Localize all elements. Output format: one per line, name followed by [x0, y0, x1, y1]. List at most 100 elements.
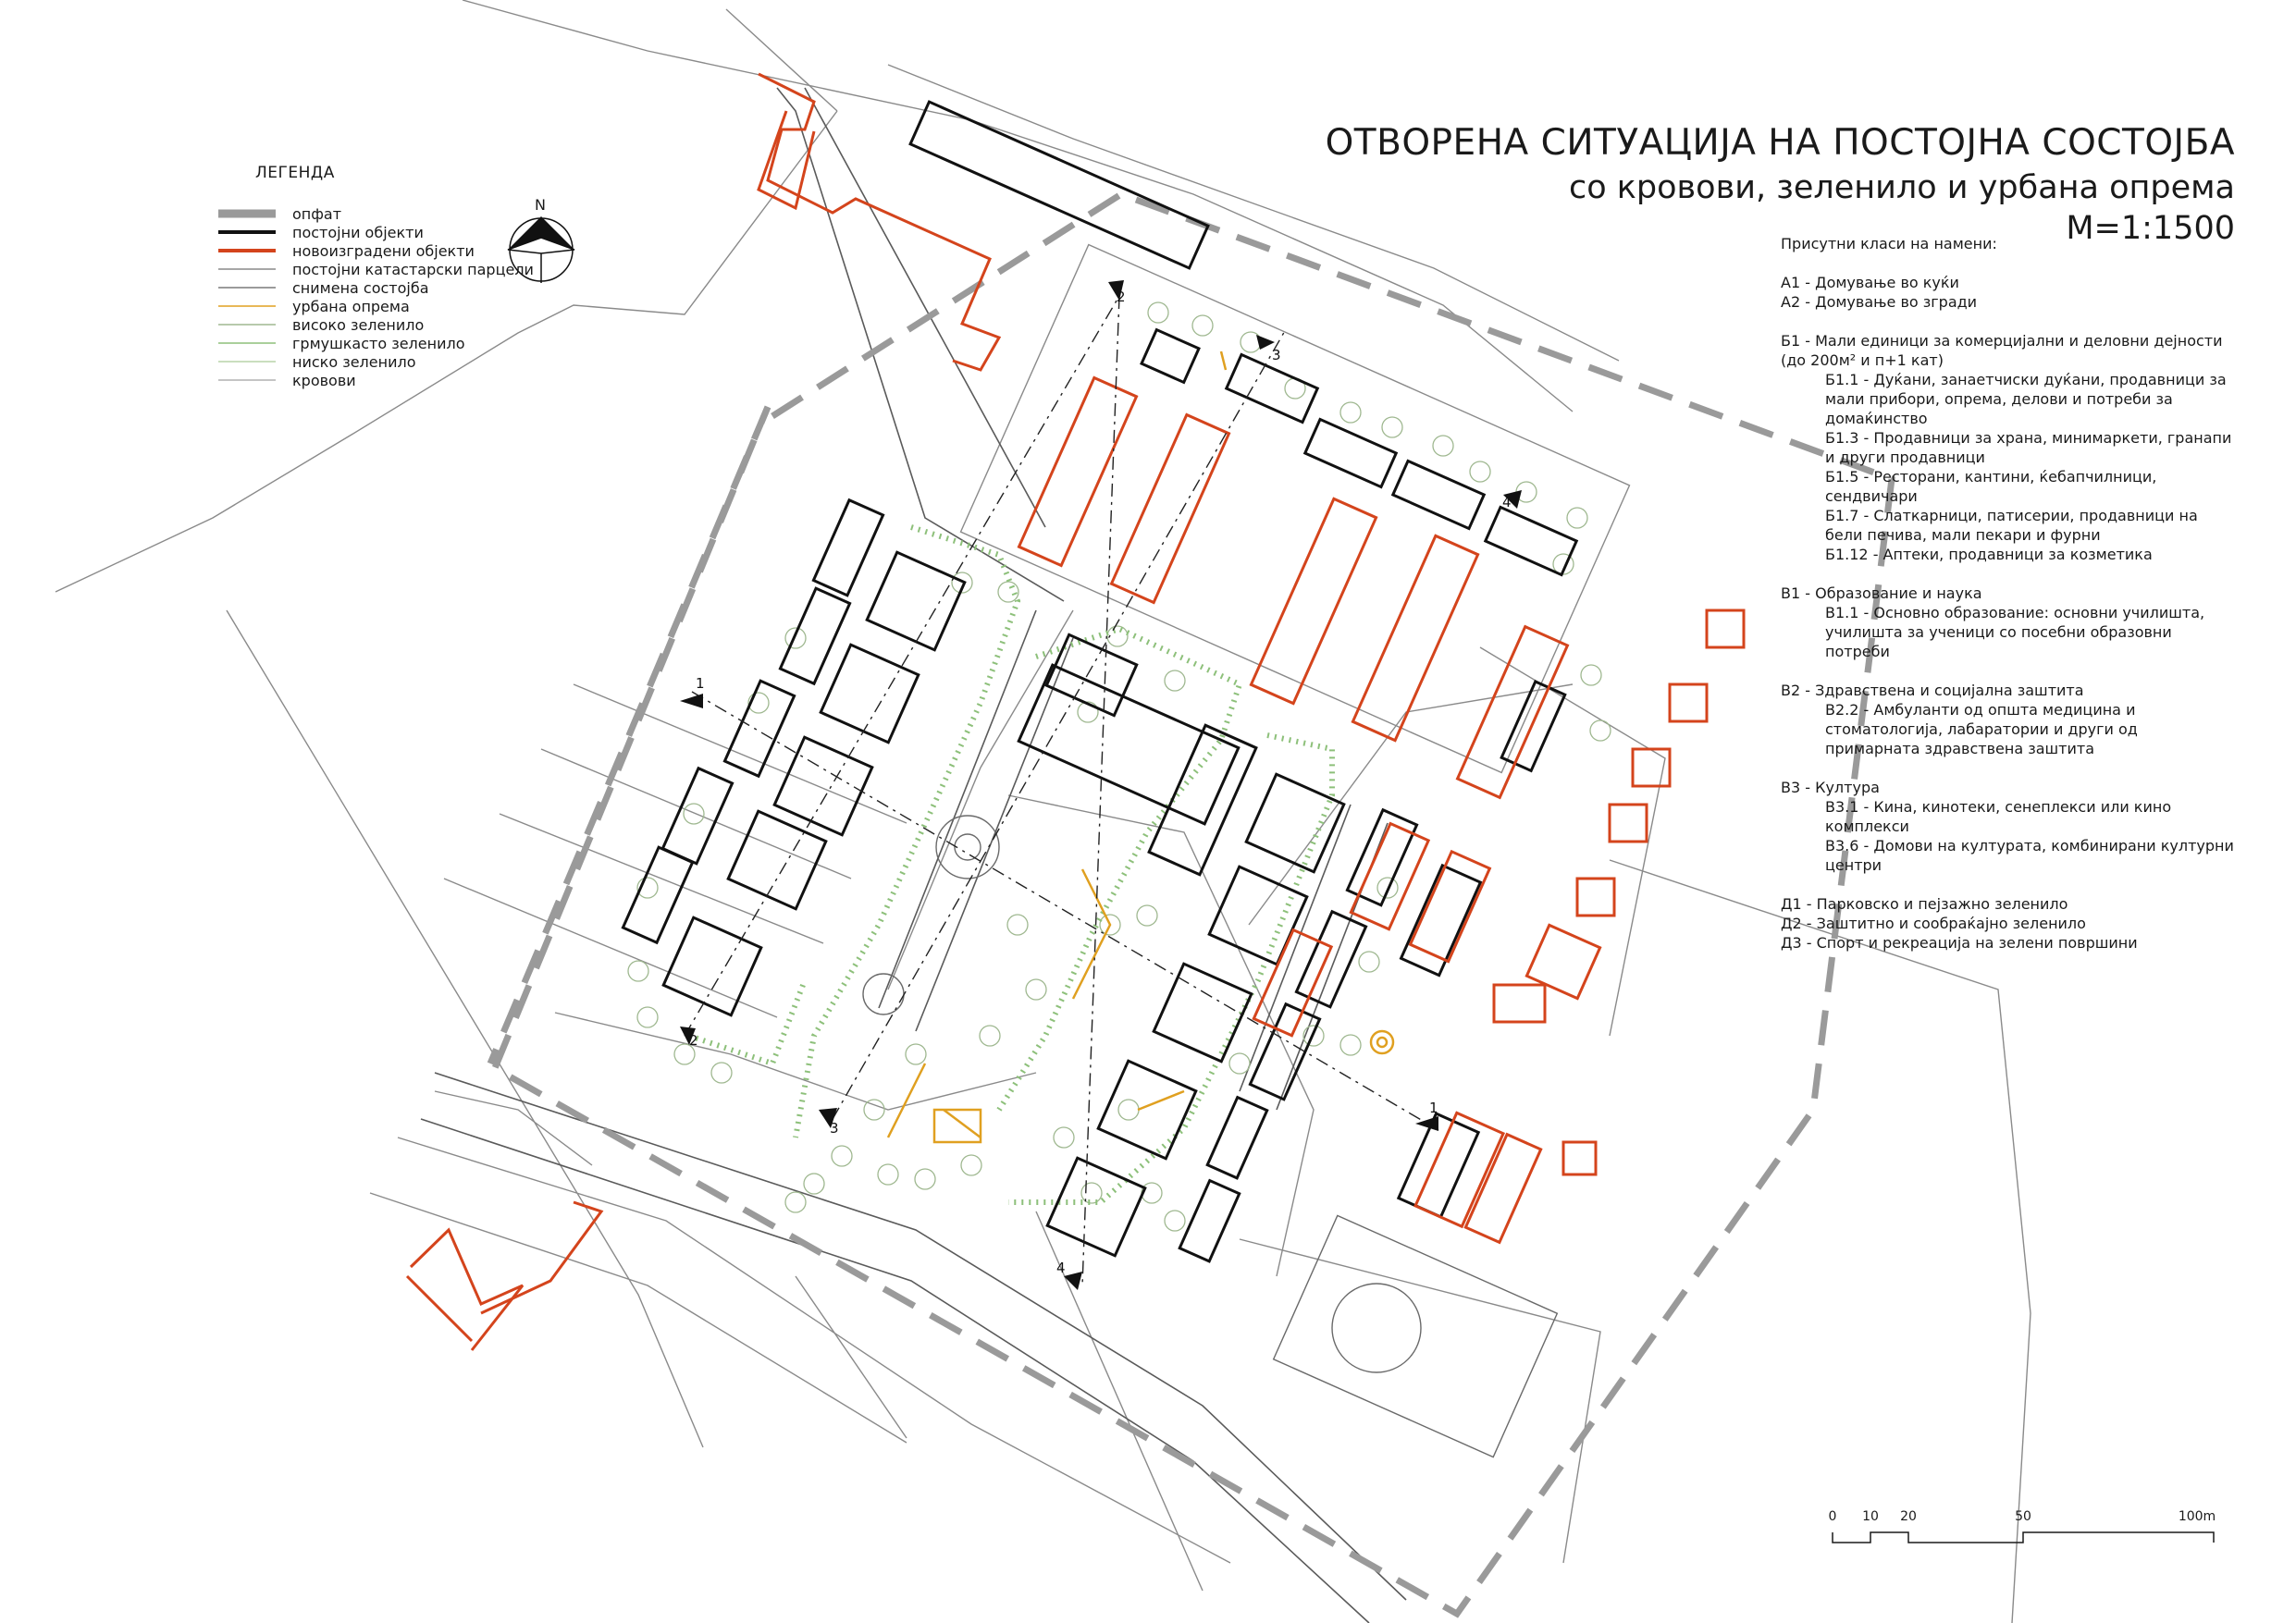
legend-item: грмушкасто зеленило — [218, 334, 534, 352]
class-subitem: Б1.3 - Продавници за храна, минимаркети,… — [1825, 429, 2232, 466]
section-marker-arrow — [1064, 1272, 1082, 1290]
class-item: В1 - Образование и наука — [1781, 584, 1982, 602]
legend-title: ЛЕГЕНДА — [255, 164, 335, 182]
class-item: В3 - Култура — [1781, 779, 1880, 796]
class-item: Д3 - Спорт и рекреација на зелени површи… — [1781, 934, 2138, 952]
north-label: N — [535, 196, 546, 214]
legend-item: високо зеленило — [218, 315, 534, 334]
classes-spacer — [1781, 661, 2234, 681]
trees — [627, 301, 1611, 1232]
classes-groups: А1 - Домување во куќи А2 - Домување во зг… — [1781, 253, 2234, 953]
class-subitem: Б1.1 - Дуќани, занаетчиски дуќани, прода… — [1825, 371, 2227, 427]
legend-swatch — [218, 209, 276, 218]
legend-label: новоизградени објекти — [292, 241, 475, 260]
section-marker-label: 1 — [1429, 1100, 1438, 1116]
class-item: Д1 - Парковско и пејзажно зеленило — [1781, 895, 2068, 913]
legend-label: грмушкасто зеленило — [292, 334, 465, 352]
classes-spacer — [1781, 253, 2234, 273]
classes-spacer — [1781, 758, 2234, 778]
map-scale: М=1:1500 — [2066, 210, 2235, 247]
legend-swatch — [218, 361, 276, 363]
section-marker-label: 4 — [1502, 494, 1512, 510]
section-lines — [684, 295, 1439, 1286]
classes-spacer — [1781, 875, 2234, 894]
legend-label: урбана опрема — [292, 297, 410, 315]
roads — [420, 87, 1407, 1623]
classes-spacer — [1781, 564, 2234, 584]
section-marker-arrow — [1415, 1116, 1438, 1131]
class-subitem: Б1.7 - Слаткарници, патисерии, продавниц… — [1825, 507, 2198, 544]
class-item: А1 - Домување во куќи — [1781, 274, 1959, 291]
section-marker-arrow — [1108, 280, 1124, 301]
title-block: ОТВОРЕНА СИТУАЦИЈА НА ПОСТОЈНА СОСТОЈБА … — [1326, 122, 2235, 247]
class-subitem: В3.6 - Домови на културата, комбинирани … — [1825, 837, 2234, 874]
section-marker-arrow — [680, 1027, 696, 1045]
scale-tick-label: 20 — [1900, 1509, 1917, 1524]
legend-swatch — [218, 287, 276, 289]
legend-label: ниско зеленило — [292, 352, 416, 371]
section-marker-arrow — [1503, 490, 1522, 509]
class-item: Д2 - Заштитно и сообраќајно зеленило — [1781, 915, 2086, 932]
class-item: В2 - Здравствена и социјална заштита — [1781, 682, 2084, 699]
section-marker-label: 3 — [1272, 347, 1281, 363]
section-marker-label: 4 — [1056, 1260, 1066, 1276]
plaza-elements — [862, 815, 1559, 1458]
scale-tick-label: 50 — [2015, 1509, 2031, 1524]
plan-boundary-west — [487, 405, 772, 1065]
urban-equipment — [886, 350, 1395, 1144]
legend-swatch — [218, 379, 276, 381]
class-subitem: Б1.5 - Ресторани, кантини, ќебапчилници,… — [1825, 468, 2157, 505]
scale-tick-label: 0 — [1828, 1509, 1837, 1524]
section-marker-label: 2 — [1117, 289, 1126, 305]
legend-swatch — [218, 324, 276, 326]
north-arrow-icon — [507, 216, 575, 283]
section-marker-arrow — [680, 694, 703, 708]
legend-item: урбана опрема — [218, 297, 534, 315]
legend-label: кровови — [292, 371, 356, 389]
scale-tick-label: 10 — [1862, 1509, 1879, 1524]
section-marker-label: 1 — [696, 675, 705, 692]
class-item: А2 - Домување во згради — [1781, 293, 1978, 311]
legend-label: снимена состојба — [292, 278, 429, 297]
legend-label: постојни објекти — [292, 223, 424, 241]
legend-item: опфат — [218, 204, 534, 223]
north-arrow: N — [505, 196, 577, 289]
legend-item: новоизградени објекти — [218, 241, 534, 260]
section-marker-arrow — [819, 1108, 837, 1128]
new-buildings — [405, 72, 1746, 1351]
section-marker-arrow — [1256, 335, 1275, 350]
legend-item: постојни катастарски парцели — [218, 260, 534, 278]
legend-swatch — [218, 249, 276, 252]
classes-heading: Присутни класи на намени: — [1781, 235, 1997, 252]
map-subtitle: со кровови, зеленило и урбана опрема — [1569, 169, 2235, 206]
legend-swatch — [218, 342, 276, 344]
legend-label: високо зеленило — [292, 315, 425, 334]
legend-swatch — [218, 268, 276, 270]
land-use-classes: Присутни класи на намени: А1 - Домување … — [1781, 234, 2234, 953]
section-markers: 1 1 2 2 3 3 4 4 — [680, 280, 1522, 1290]
legend-item: кровови — [218, 371, 534, 389]
scale-bar-graphic — [1832, 1531, 2215, 1543]
class-item: Б1 - Мали единици за комерцијални и дело… — [1781, 332, 2223, 369]
class-subitem: В1.1 - Основно образование: основни учил… — [1825, 604, 2205, 660]
existing-buildings — [621, 100, 1579, 1263]
classes-spacer — [1781, 312, 2234, 331]
legend-label: опфат — [292, 204, 342, 223]
legend-item: постојни објекти — [218, 223, 534, 241]
class-subitem: Б1.12 - Аптеки, продавници за козметика — [1825, 546, 2153, 563]
legend-swatch — [218, 305, 276, 307]
legend-item: снимена состојба — [218, 278, 534, 297]
class-subitem: В2.2 - Амбуланти од општа медицина и сто… — [1825, 701, 2138, 757]
shrub-belts — [688, 524, 1335, 1205]
map-title: ОТВОРЕНА СИТУАЦИЈА НА ПОСТОЈНА СОСТОЈБА — [1325, 122, 2235, 164]
legend-swatch — [218, 230, 276, 234]
class-subitem: В3.1 - Кина, кинотеки, сенеплекси или ки… — [1825, 798, 2172, 835]
scale-bar: 0 10 20 50 100m — [1827, 1509, 2216, 1546]
scale-tick-label: 100m — [2178, 1509, 2216, 1524]
section-marker-label: 2 — [689, 1032, 698, 1049]
legend-label: постојни катастарски парцели — [292, 260, 534, 278]
legend-item: ниско зеленило — [218, 352, 534, 371]
